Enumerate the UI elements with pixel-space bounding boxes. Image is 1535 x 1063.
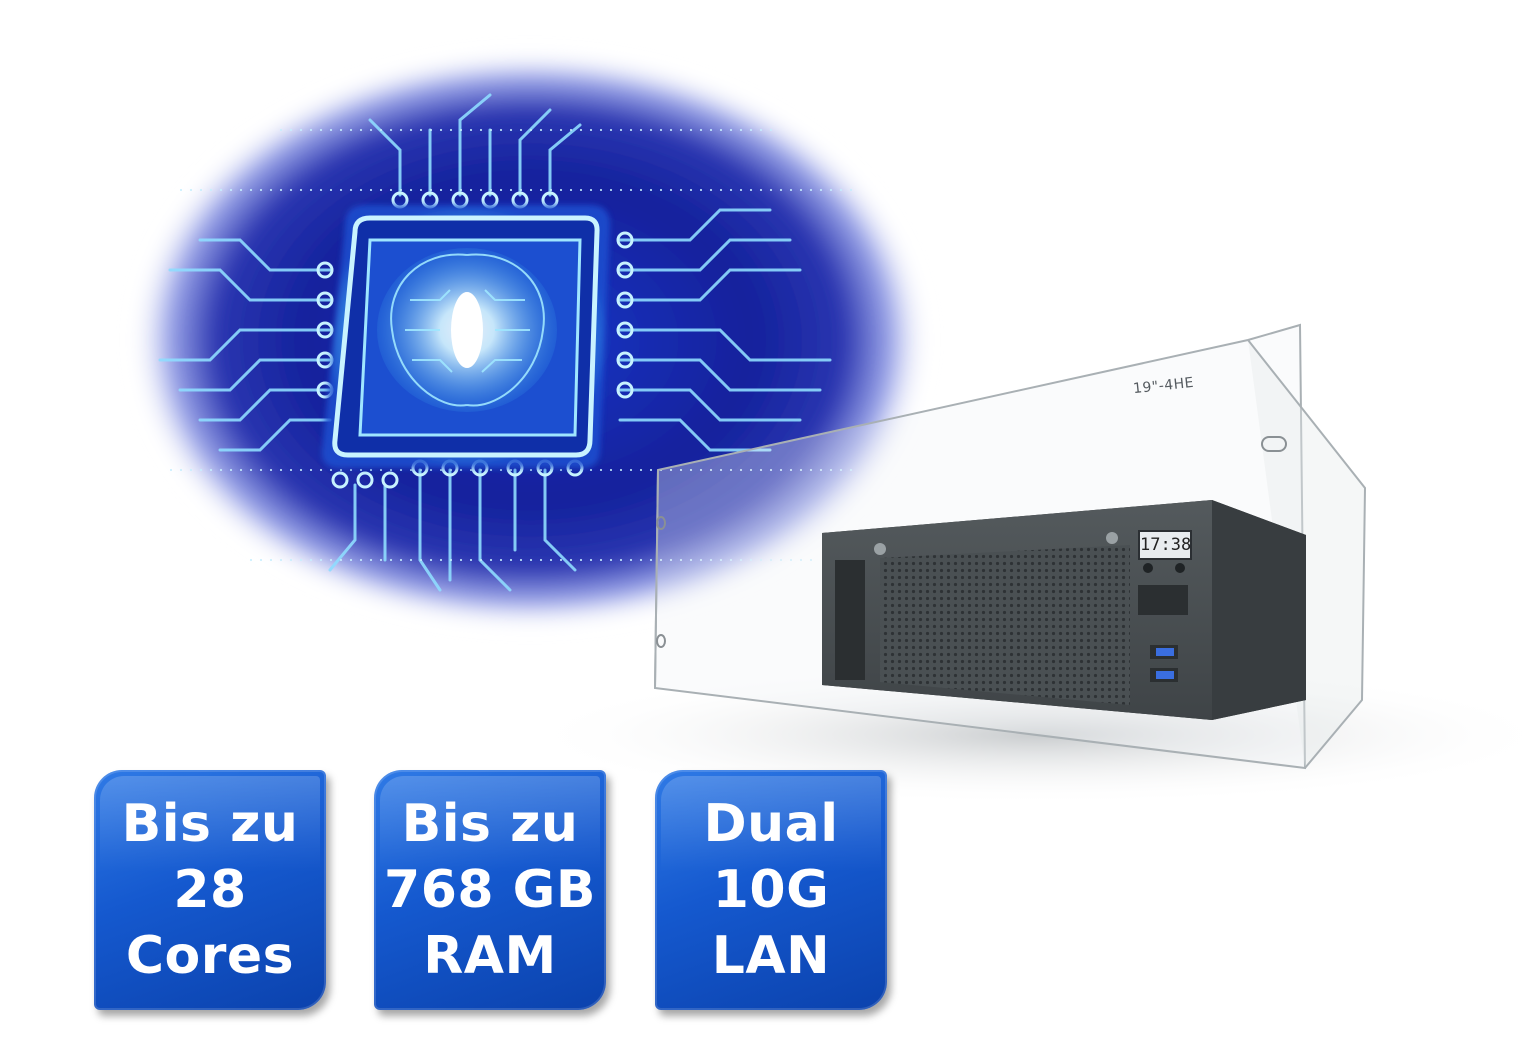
badge-line: 28 <box>173 860 247 920</box>
badge-line: 768 GB <box>384 860 596 920</box>
ai-brain-chip-illustration <box>130 50 930 630</box>
badge-line: Dual <box>703 794 839 854</box>
badge-ram: Bis zu 768 GB RAM <box>374 770 606 1010</box>
badge-line: LAN <box>711 926 831 986</box>
badge-lan: Dual 10G LAN <box>655 770 887 1010</box>
badge-line: 10G <box>712 860 830 920</box>
badge-line: Cores <box>125 926 295 986</box>
badge-line: Bis zu <box>401 794 579 854</box>
server-clock-display: 17:38 <box>1138 530 1192 560</box>
badge-cores: Bis zu 28 Cores <box>94 770 326 1010</box>
badge-line: Bis zu <box>121 794 299 854</box>
badge-line: RAM <box>423 926 557 986</box>
